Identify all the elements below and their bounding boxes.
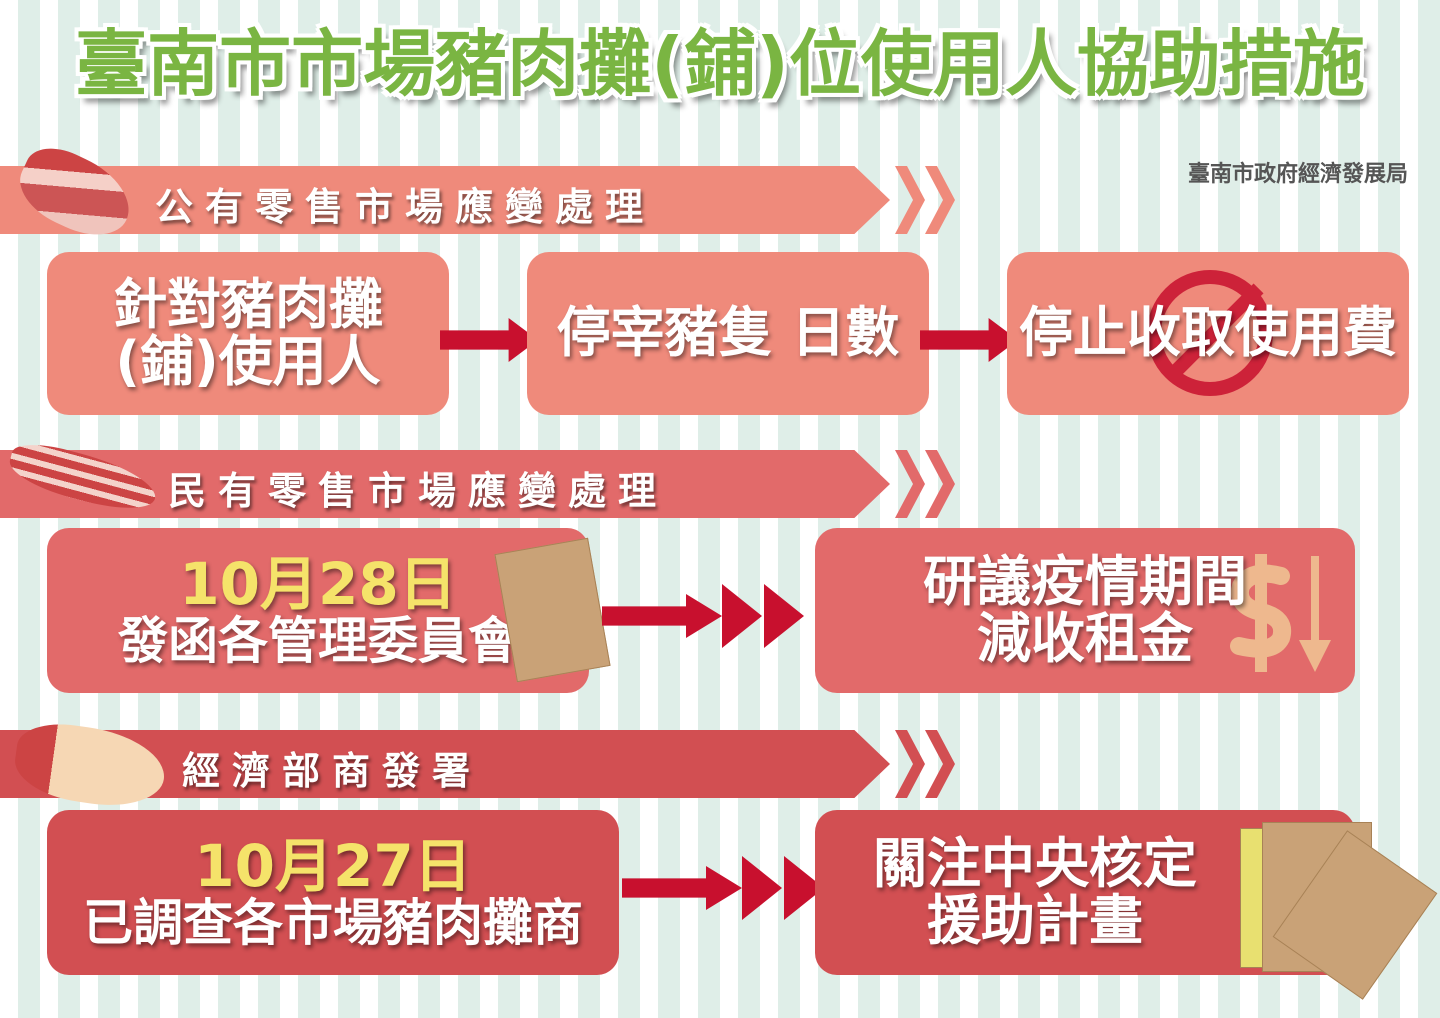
chevron-icon <box>925 450 955 518</box>
chevron-icon <box>742 856 782 920</box>
chevron-icon <box>895 166 925 234</box>
step-text: 關注中央核定 <box>873 831 1197 895</box>
arrow-icon <box>602 594 722 638</box>
step-text: 已調查各市場豬肉攤商 <box>83 893 583 952</box>
step-card-survey: 10月27日 已調查各市場豬肉攤商 <box>47 810 619 975</box>
page-title: 臺南市市場豬肉攤(鋪)位使用人協助措施 <box>75 22 1365 106</box>
arrow-icon <box>920 318 1018 362</box>
step-card-fee-waiver: 停止收取使用費 <box>1007 252 1409 415</box>
section-title: 經濟部商發署 <box>182 749 483 793</box>
agency-name: 臺南市政府經濟發展局 <box>1187 162 1408 187</box>
step-text: 減收租金 <box>977 606 1193 670</box>
date: 10月28日 <box>179 549 457 618</box>
step-text: 停止收取使用費 <box>1019 301 1397 365</box>
step-text: 援助計畫 <box>927 888 1143 952</box>
arrow-icon <box>440 318 538 362</box>
step-card-suspension: 停宰豬隻 日數 <box>527 252 929 415</box>
chevron-icon <box>764 584 804 648</box>
chevron-icon <box>722 584 762 648</box>
section-title: 民有零售市場應變處理 <box>168 469 669 513</box>
chevron-icon <box>925 166 955 234</box>
section-title: 公有零售市場應變處理 <box>155 185 656 229</box>
chevron-icon <box>895 730 925 798</box>
section-banner-public <box>0 166 890 234</box>
chevron-icon <box>895 450 925 518</box>
arrow-icon <box>622 866 742 910</box>
chevron-icon <box>925 730 955 798</box>
step-text: 發函各管理委員會 <box>118 611 518 670</box>
date: 10月27日 <box>194 831 472 900</box>
dollar-down-icon <box>1230 554 1331 672</box>
step-card-users: 針對豬肉攤 (鋪)使用人 <box>47 252 449 415</box>
step-card-rent-reduction: 研議疫情期間 減收租金 <box>815 528 1355 693</box>
step-text: 研議疫情期間 <box>923 549 1247 613</box>
